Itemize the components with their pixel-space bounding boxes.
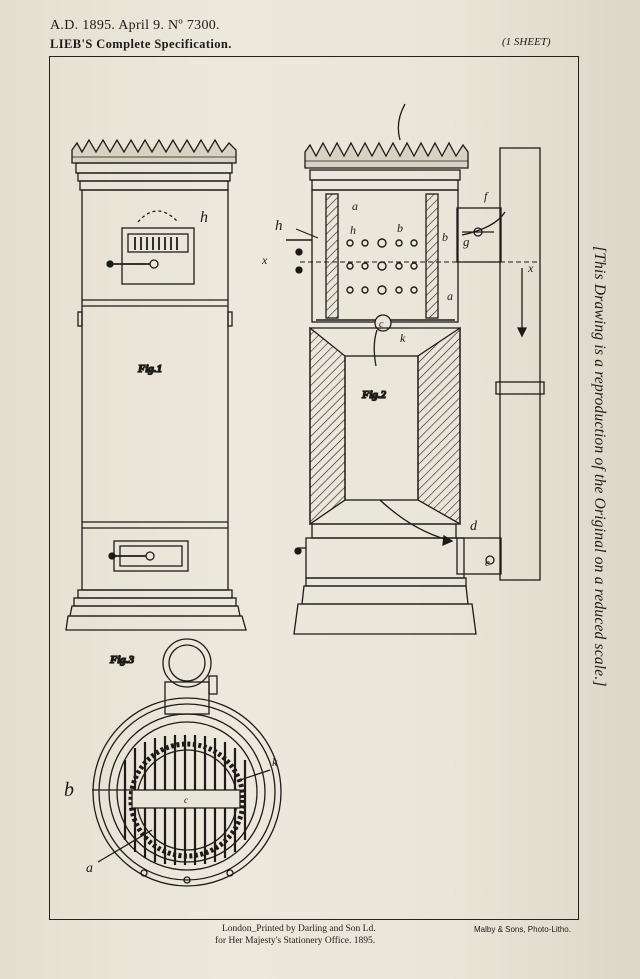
fig3-label-k: k: [272, 755, 278, 769]
fig2-label-x-left: x: [261, 253, 268, 267]
fig2-label-h-inner: h: [350, 223, 356, 237]
footer-lithographer: Malby & Sons, Photo-Litho.: [474, 925, 571, 934]
fig2-label-e: e: [485, 557, 490, 569]
fig2-label-k: k: [400, 331, 406, 345]
fig2-label-a-lower: a: [447, 289, 453, 303]
fig3-stove-plan: [92, 638, 282, 887]
fig2-label-c: c: [379, 319, 384, 330]
fig3-label-a: a: [86, 861, 93, 876]
fig1-stove-elevation: [65, 138, 247, 631]
fig2-caption: Fig.2: [361, 389, 387, 401]
fig3-label-c: c: [184, 795, 188, 805]
header-sheet-count: (1 SHEET): [502, 36, 551, 48]
fig2-label-h-left: h: [275, 218, 283, 234]
header-title: LIEB'S Complete Specification.: [50, 37, 232, 51]
footer-printer: London_Printed by Darling and Son Ld.: [222, 924, 376, 934]
fig2-label-g: g: [463, 234, 470, 249]
fig2-label-f: f: [484, 189, 489, 203]
drawing-frame: [49, 56, 579, 920]
fig1-caption: Fig.1: [137, 363, 162, 375]
header-date-number: A.D. 1895. April 9. Nº 7300.: [50, 18, 220, 33]
fig1-label-h: h: [200, 209, 208, 226]
fig2-label-b-right: b: [442, 230, 448, 244]
fig3-label-b: b: [64, 779, 74, 801]
fig3-caption: Fig.3: [109, 654, 135, 666]
fig2-label-b-inner: b: [397, 221, 403, 235]
footer-office: for Her Majesty's Stationery Office. 189…: [215, 936, 376, 946]
fig2-label-x-right: x: [527, 261, 534, 275]
fig2-stove-section: [286, 103, 545, 635]
fig2-label-d: d: [470, 519, 478, 534]
fig2-label-a-top: a: [352, 199, 358, 213]
